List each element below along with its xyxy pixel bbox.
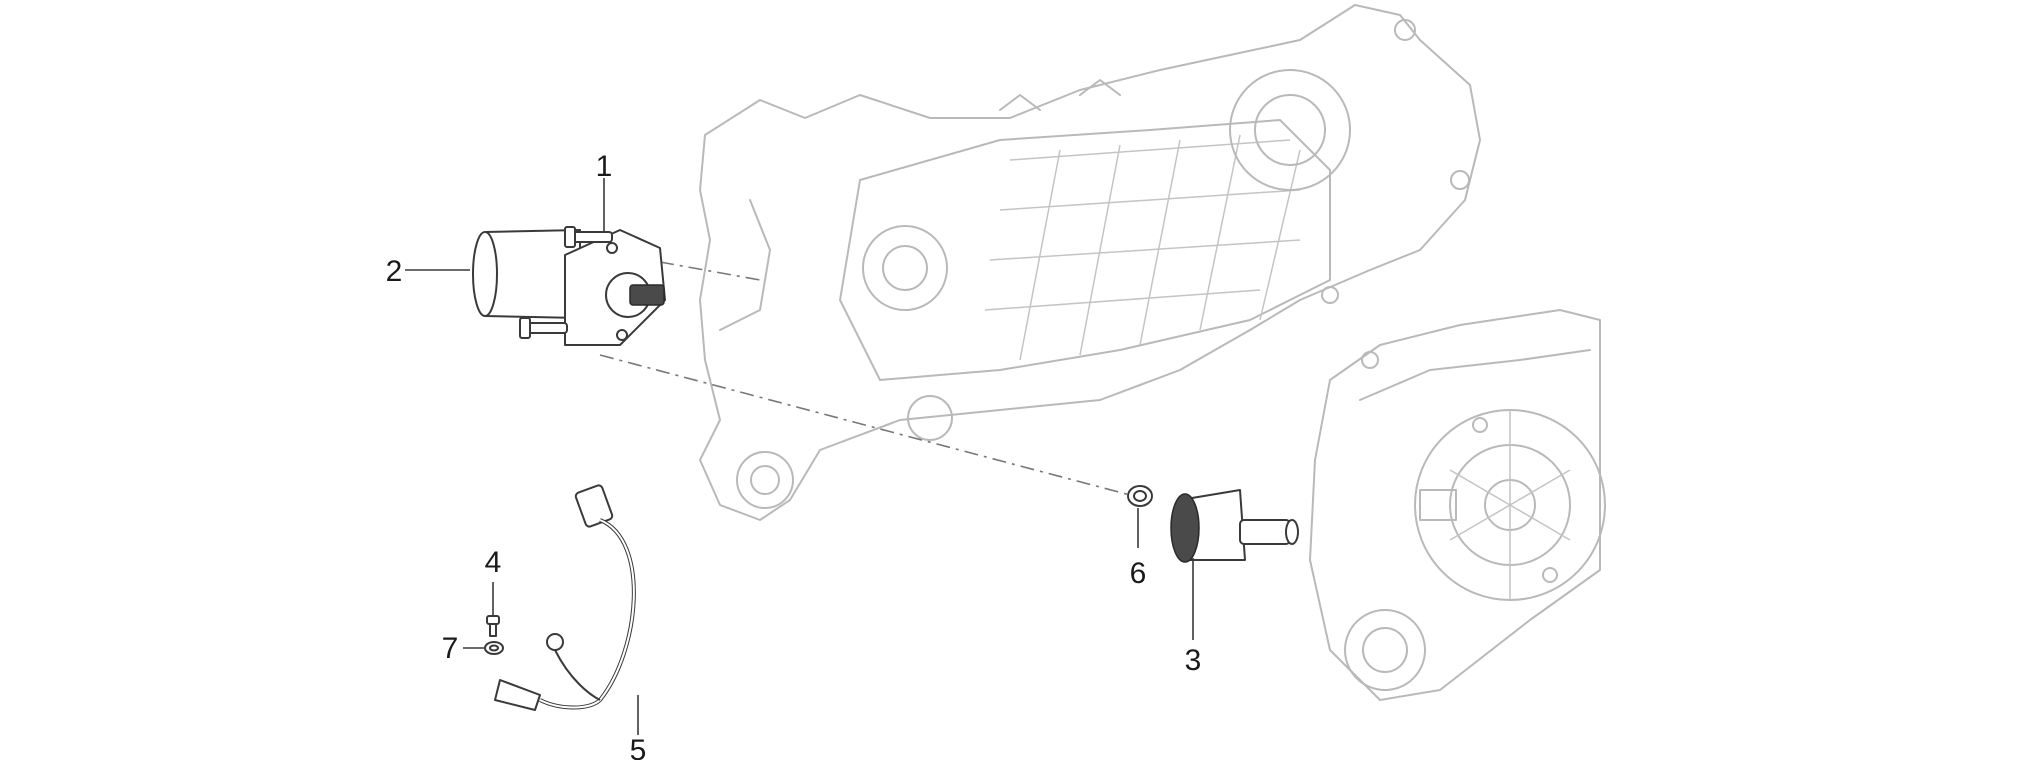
callout-2: 2: [386, 255, 403, 288]
washer: [484, 641, 504, 655]
callout-labels: 1 2 3 4 5 6 7: [386, 150, 1202, 760]
starter-drive: [1170, 489, 1299, 563]
transmission-cover: [1309, 309, 1606, 701]
callout-6: 6: [1130, 557, 1147, 590]
bushing: [1127, 485, 1153, 507]
crankcase-housing: [699, 4, 1481, 521]
callout-1: 1: [596, 150, 613, 183]
callout-leaders: [405, 178, 1194, 735]
callout-5: 5: [630, 734, 647, 760]
starter-cable: [494, 484, 636, 711]
callout-7: 7: [442, 632, 459, 665]
starter-motor: [472, 229, 666, 346]
starter-screws: [519, 226, 613, 339]
small-screw: [486, 615, 500, 637]
callout-3: 3: [1185, 644, 1202, 677]
callout-4: 4: [485, 546, 502, 579]
alignment-lines: [599, 261, 1131, 496]
